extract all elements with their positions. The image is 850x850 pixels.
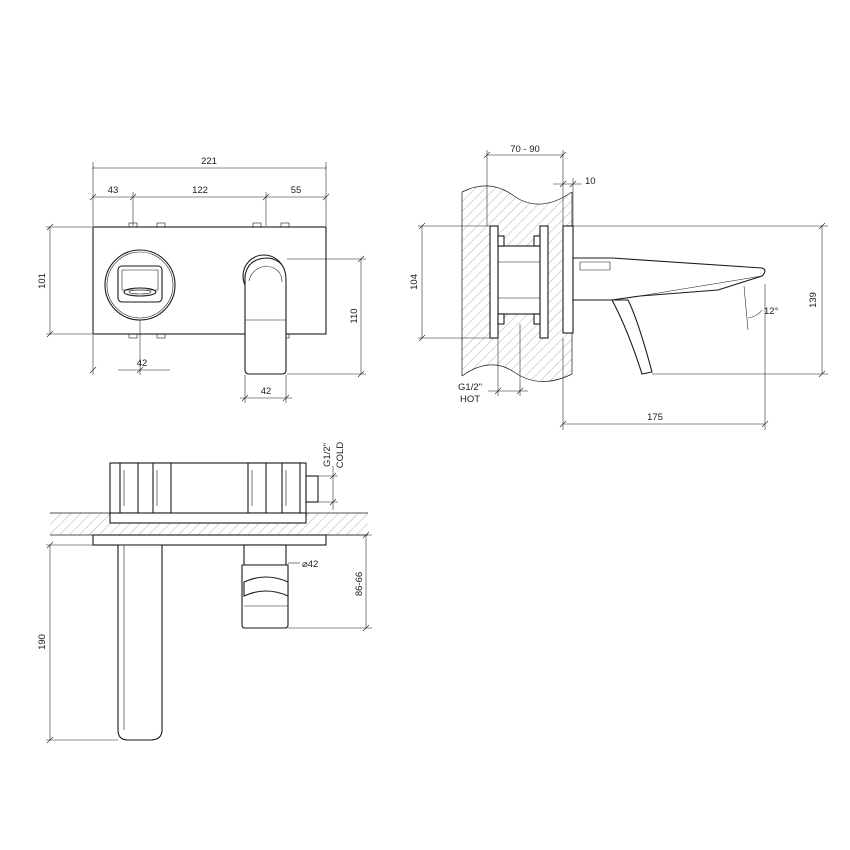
concealed-body-top [109,462,319,524]
top-view: G1/2" COLD ⌀42 86-66 190 [37,442,372,744]
dim-spout-width-label: 42 [261,386,272,397]
wall-plate-top [92,534,327,546]
wall-plate-side [562,225,574,334]
dim-total-width: 221 [91,156,328,226]
dim-spout-drop: 110 [287,255,366,378]
dim-knob-offset-label: 42 [137,358,148,369]
dim-total-width-label: 221 [201,156,217,167]
dim-handle-range: 86-66 [288,531,372,632]
dim-plate-thickness-label: 10 [585,176,596,187]
dim-body-height-label: 104 [409,274,420,290]
wall-plate [92,226,327,335]
dim-spout-width: 42 [240,375,292,403]
dim-wall-range-label: 70 - 90 [510,144,540,155]
dim-diameter: ⌀42 [288,559,318,570]
dim-diameter-label: ⌀42 [302,559,318,570]
mixer-handle-top [241,544,289,629]
dim-spout-projection: 175 [559,284,769,430]
dim-plate-height: 101 [37,223,92,338]
dim-plate-height-label: 101 [37,273,48,289]
dim-knob-offset: 42 [89,320,170,375]
dim-wall-range: 70 - 90 [483,144,567,226]
dim-left-label: 43 [108,185,119,196]
spout-front [242,254,287,375]
hot-inlet-size: G1/2" [458,382,482,393]
cold-inlet-type: COLD [335,442,346,469]
dim-spout-total-height-label: 139 [808,292,819,308]
spout-side [572,257,766,375]
front-view: 221 43 122 55 101 110 [37,156,366,403]
dim-spout-length-label: 190 [37,634,48,650]
cold-inlet-callout: G1/2" COLD [306,442,346,510]
side-view: 70 - 90 10 104 139 12° [409,144,828,430]
dim-spout-total-height: 139 [573,222,828,378]
hot-inlet-callout: G1/2" HOT [458,324,528,405]
hot-inlet-type: HOT [460,394,480,405]
dim-spout-projection-label: 175 [647,412,663,423]
concealed-body [489,225,549,339]
spout-top [117,544,163,741]
dim-plate-thickness: 10 [553,176,596,226]
dim-angle: 12° [743,285,779,331]
dim-middle-label: 122 [192,185,208,196]
dim-spout-length: 190 [37,541,118,744]
dim-spout-drop-label: 110 [349,308,360,323]
dim-segment-row: 43 122 55 [89,185,330,226]
mixer-handle-front [104,249,176,321]
dim-angle-label: 12° [764,306,779,317]
dim-body-height: 104 [409,222,490,342]
cold-inlet-size: G1/2" [322,443,333,467]
dim-right-label: 55 [291,185,302,196]
dim-handle-range-label: 86-66 [354,572,365,596]
